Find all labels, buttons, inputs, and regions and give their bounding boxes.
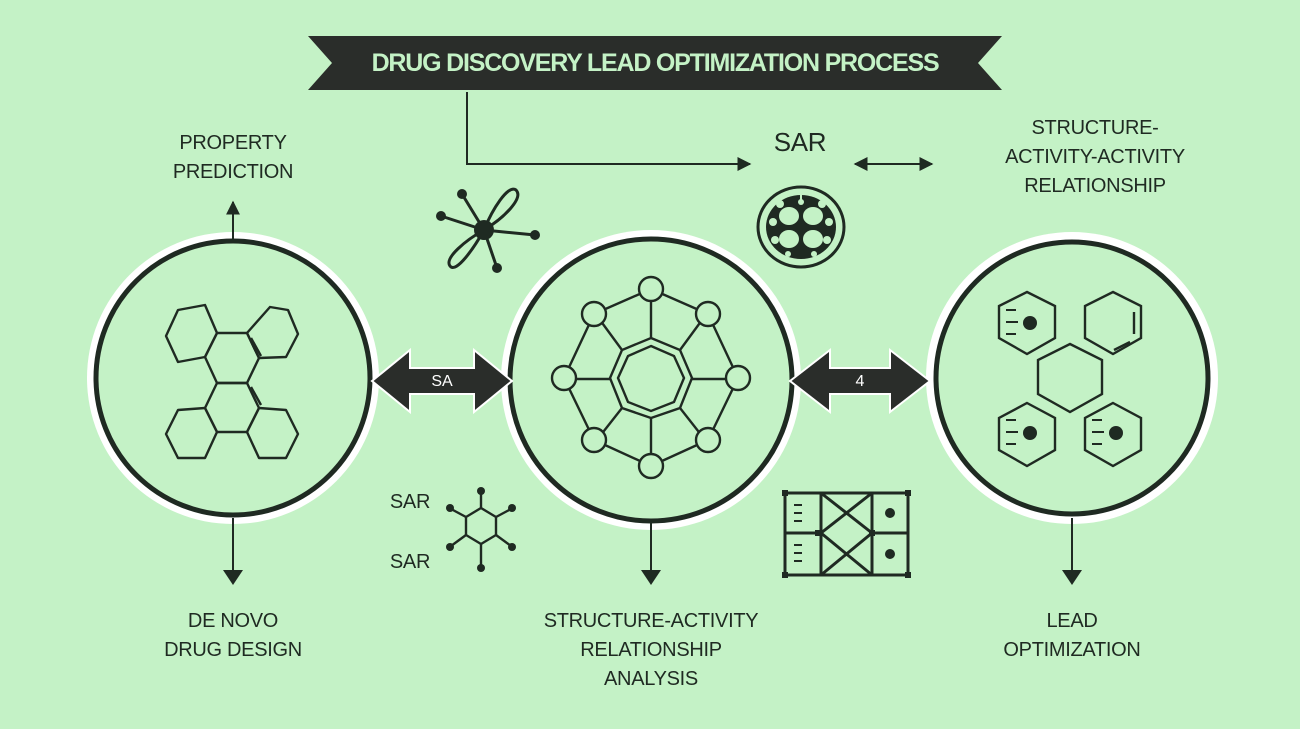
arrow-down-lead [1062, 518, 1082, 585]
label-line: ANALYSIS [604, 668, 698, 690]
label-sar-small-2: SAR [389, 551, 431, 573]
label-line: DE NOVO [187, 610, 279, 632]
label-line: RELATIONSHIP [1024, 175, 1166, 197]
star-molecule-icon [436, 187, 540, 273]
label-line: STRUCTURE- [1031, 117, 1159, 139]
arrow-down-de-novo [223, 518, 243, 585]
label-sar-analysis: STRUCTURE-ACTIVITY RELATIONSHIP ANALYSIS [511, 607, 791, 694]
node-sar-analysis[interactable] [501, 230, 801, 530]
label-lead-optimization: LEAD OPTIMIZATION [972, 607, 1172, 665]
label-line: RELATIONSHIP [580, 639, 722, 661]
label-saar: STRUCTURE- ACTIVITY-ACTIVITY RELATIONSHI… [975, 114, 1215, 201]
label-line: LEAD [1046, 610, 1098, 632]
node-de-novo[interactable] [87, 232, 379, 524]
label-line: STRUCTURE-ACTIVITY [543, 610, 759, 632]
label-line: ACTIVITY-ACTIVITY [1005, 146, 1185, 168]
banner-to-sar-connector [466, 92, 752, 171]
label-de-novo: DE NOVO DRUG DESIGN [113, 607, 353, 665]
label-line: OPTIMIZATION [1003, 639, 1141, 661]
label-sar-small-1: SAR [389, 491, 431, 513]
arrow-label-4: 4 [855, 373, 865, 390]
double-arrow-4 [788, 347, 932, 415]
hexagon-cluster-icon [997, 290, 1143, 468]
small-hexagon-sar-icon [446, 487, 516, 572]
crossed-boxes-icon [782, 490, 911, 578]
double-arrow-sa [370, 347, 514, 415]
ring-network-molecule-icon [550, 275, 752, 480]
arrow-down-sar-analysis [641, 522, 661, 585]
title-banner [308, 36, 1002, 90]
label-line: DRUG DESIGN [164, 639, 302, 661]
node-lead-optimization[interactable] [926, 232, 1218, 524]
fused-ring-molecule-icon [164, 303, 300, 460]
title-banner-text: DRUG DISCOVERY LEAD OPTIMIZATION PROCESS [371, 49, 940, 77]
label-property-prediction: PROPERTY PREDICTION [133, 129, 333, 187]
label-line: PROPERTY [179, 132, 287, 154]
label-line: PREDICTION [172, 161, 294, 183]
label-sar-top: SAR [773, 127, 827, 157]
round-emblem-icon [756, 185, 846, 269]
arrow-label-sa: SA [431, 373, 453, 390]
